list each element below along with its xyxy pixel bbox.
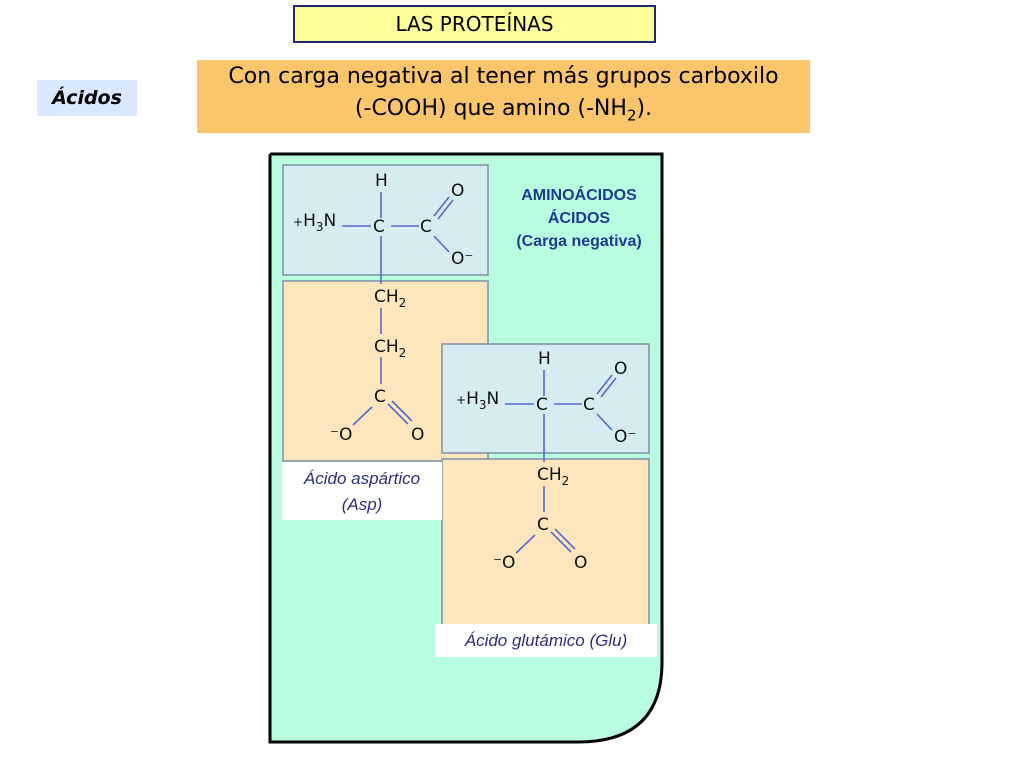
asp-atom-ca: C: [373, 217, 385, 237]
glu-atom-neg-o: ⁻O: [493, 553, 515, 573]
asp-amino-group-box: [282, 164, 489, 276]
description-line-2: (-COOH) que amino (-NH2).: [355, 93, 652, 131]
asp-atom-cd: C: [374, 387, 386, 407]
panel-heading: AMINOÁCIDOS ÁCIDOS (Carga negativa): [494, 184, 664, 253]
asp-atom-ch2-2: CH2: [374, 337, 406, 360]
asp-atom-o-neg: O⁻: [451, 249, 473, 269]
glu-amine-h: H: [466, 389, 479, 409]
asp-atom-h: H: [375, 171, 388, 191]
glu-atom-c: C: [583, 395, 595, 415]
asp-caption: Ácido aspártico (Asp): [282, 462, 442, 520]
asp-amine-n: N: [324, 211, 337, 231]
panel-heading-line-1: AMINOÁCIDOS: [521, 187, 637, 204]
description-box: Con carga negativa al tener más grupos c…: [197, 60, 810, 133]
asp-bond-c-o-double-b: [437, 199, 454, 220]
asp-ch2-1-ch: CH: [374, 287, 399, 307]
asp-atom-neg-o: ⁻O: [330, 425, 352, 445]
glu-ch2-sub: 2: [562, 474, 570, 488]
glu-atom-ca: C: [536, 395, 548, 415]
glu-bonds: [505, 370, 617, 554]
asp-amine-plus: +: [293, 215, 303, 229]
glu-bond-c-o-double-b: [600, 377, 617, 398]
glu-amine-plus: +: [456, 393, 466, 407]
amino-acid-panel: H C C O O⁻ +H3N CH2 CH2 C ⁻O O: [268, 152, 664, 744]
glu-amine-3: 3: [479, 398, 487, 412]
glu-atom-o-neg: O⁻: [614, 427, 636, 447]
glu-atom-cg: C: [537, 515, 549, 535]
asp-ch2-2-ch: CH: [374, 337, 399, 357]
asp-atom-c: C: [420, 217, 432, 237]
asp-bonds: [342, 192, 454, 426]
glu-amino-group-box: [441, 343, 650, 454]
glu-amine-n: N: [487, 389, 500, 409]
asp-amine-3: 3: [316, 220, 324, 234]
asp-caption-line-1: Ácido aspártico: [303, 469, 421, 488]
asp-amine-group: +H3N: [293, 211, 336, 234]
asp-caption-line-2: (Asp): [341, 495, 383, 514]
slide-title-text: LAS PROTEÍNAS: [395, 12, 554, 36]
glu-atom-o: O: [614, 359, 627, 379]
glu-ch2-ch: CH: [537, 465, 562, 485]
glu-caption-text: Ácido glutámico (Glu): [464, 631, 628, 650]
slide-title: LAS PROTEÍNAS: [293, 5, 656, 43]
asp-ch2-1-sub: 2: [399, 296, 407, 310]
description-subscript: 2: [626, 106, 637, 125]
glu-bond-c-o-single: [596, 413, 613, 431]
asp-atoms: H C C O O⁻ +H3N CH2 CH2 C ⁻O O: [293, 171, 473, 445]
panel-diagram: H C C O O⁻ +H3N CH2 CH2 C ⁻O O: [268, 152, 664, 744]
asp-ch2-2-sub: 2: [399, 346, 407, 360]
asp-bond-c-o-double-a: [433, 196, 450, 217]
glu-atoms: H C C O O⁻ +H3N CH2 C ⁻O O: [456, 349, 636, 573]
description-line-1: Con carga negativa al tener más grupos c…: [228, 64, 779, 90]
asp-atom-o: O: [451, 181, 464, 201]
glu-bond-c-o-double-a: [596, 374, 613, 395]
asp-bond-cd-o-double-b: [391, 400, 413, 422]
glu-atom-h: H: [538, 349, 551, 369]
asp-bond-c-o-single: [433, 235, 450, 253]
glu-bond-cg-o-double-b: [554, 528, 576, 550]
category-label: Ácidos: [37, 80, 137, 116]
asp-atom-ch2-1: CH2: [374, 287, 406, 310]
glu-atom-ch2: CH2: [537, 465, 569, 488]
glu-caption: Ácido glutámico (Glu): [435, 624, 657, 657]
asp-bond-cd-o-double-a: [387, 403, 409, 425]
panel-border: [268, 152, 664, 744]
asp-atom-o-double: O: [411, 425, 424, 445]
glu-atom-o-double: O: [574, 553, 587, 573]
asp-bond-cd-o-single: [352, 406, 373, 426]
glu-bond-cg-o-single: [515, 534, 536, 554]
panel-heading-line-2: ÁCIDOS: [547, 210, 611, 227]
glu-bond-cg-o-double-a: [550, 531, 572, 553]
glu-amine-group: +H3N: [456, 389, 499, 412]
asp-amine-h: H: [303, 211, 316, 231]
panel-heading-line-3: (Carga negativa): [516, 233, 642, 250]
description-line-2-prefix: (-COOH) que amino (-NH: [354, 96, 627, 122]
category-label-text: Ácidos: [52, 87, 122, 109]
description-line-2-suffix: ).: [636, 96, 653, 122]
